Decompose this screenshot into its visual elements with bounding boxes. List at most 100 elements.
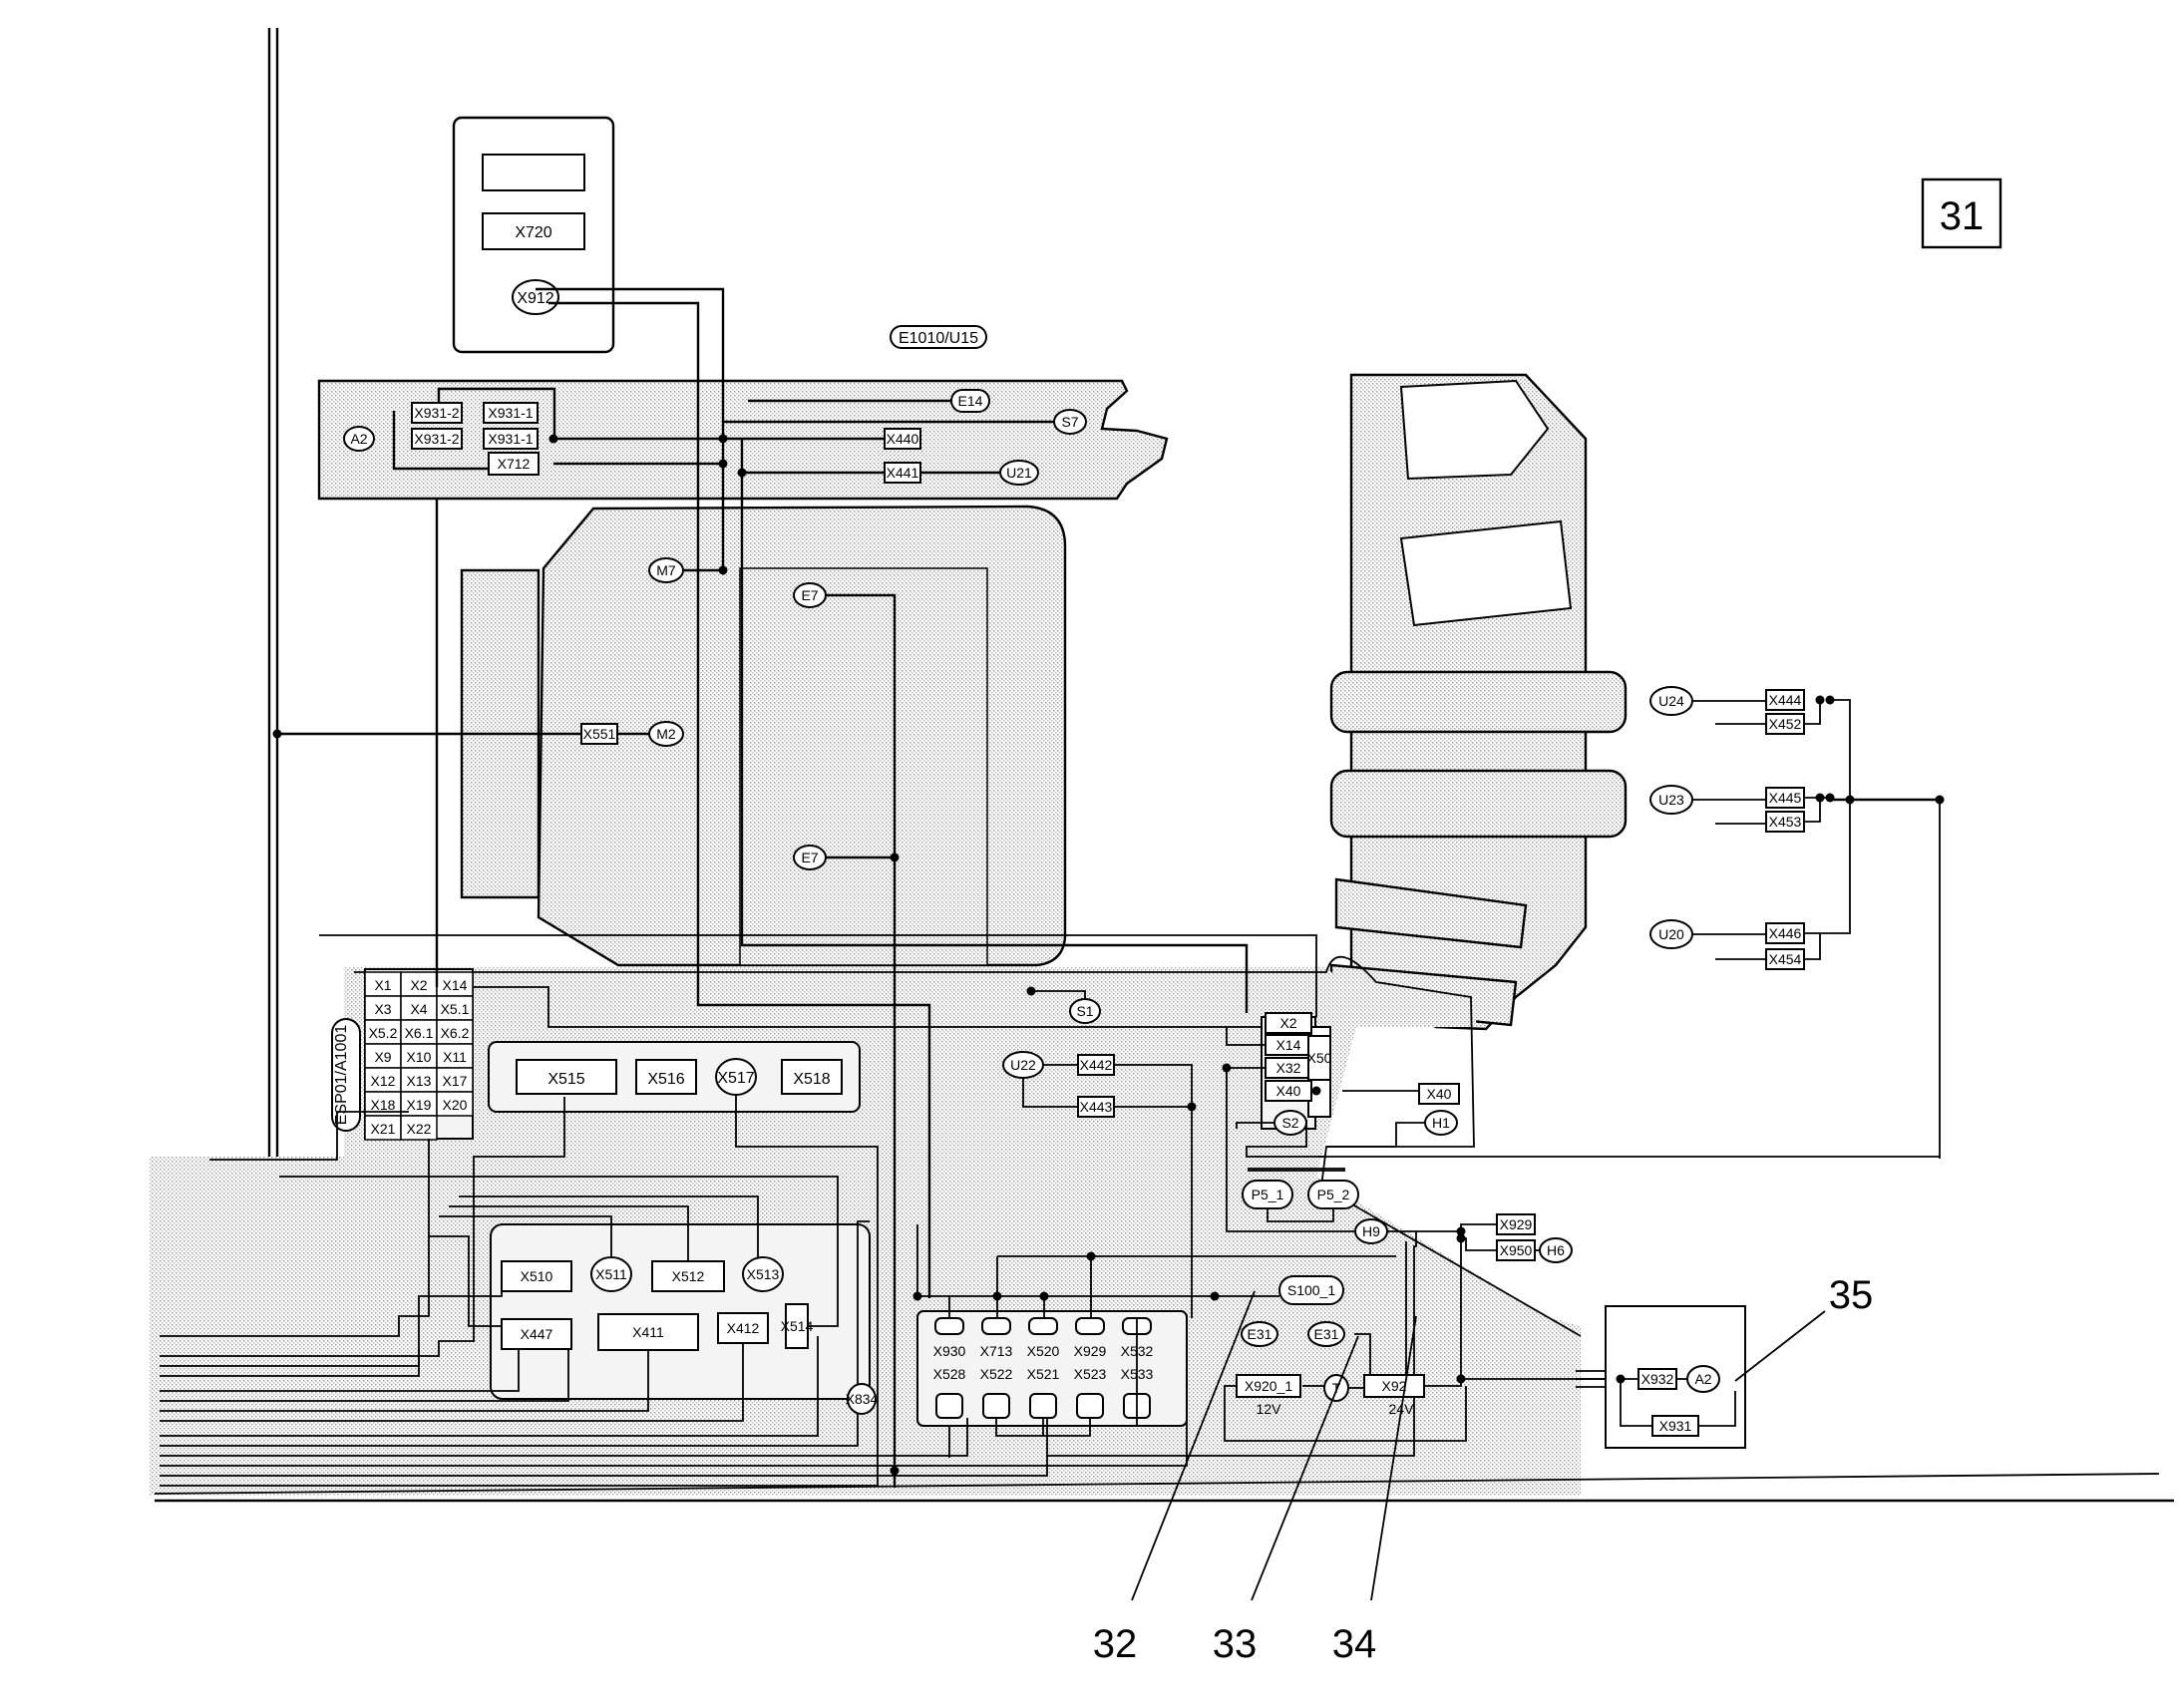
part-X931-2a: X931-2 (411, 402, 463, 424)
bottom-row1-label: X713 (980, 1343, 1013, 1359)
part-E31b-label: E31 (1314, 1326, 1339, 1342)
esp-cell-label: X4 (410, 1001, 427, 1017)
callout-34: 34 (1332, 1622, 1377, 1666)
part-X453-label: X453 (1769, 814, 1802, 830)
display-connector (482, 212, 585, 250)
part-X50: X50 (1307, 1035, 1332, 1081)
part-X931-2a-label: X931-2 (414, 405, 459, 421)
part-X445: X445 (1765, 787, 1805, 809)
part-S1: S1 (1069, 998, 1101, 1024)
part-U23: U23 (1649, 785, 1693, 815)
part-E31a: E31 (1241, 1321, 1278, 1347)
esp-cell-label: X20 (443, 1097, 468, 1113)
right-body (1329, 373, 1628, 1031)
esp-cell-label: X19 (407, 1097, 432, 1113)
part-U21-label: U21 (1006, 465, 1032, 481)
esp-cell-label: X11 (443, 1049, 467, 1065)
part-U24: U24 (1649, 686, 1693, 716)
part-X40a: X40 (1265, 1080, 1312, 1102)
callout-33: 33 (1213, 1622, 1258, 1666)
part-T: T (1323, 1374, 1349, 1402)
part-X440: X440 (884, 428, 921, 450)
esp-cell: X9 (364, 1043, 402, 1069)
callout-labels: 32 33 34 35 (1093, 1273, 1874, 1666)
part-X834-label: X834 (846, 1391, 879, 1407)
part-X551-label: X551 (583, 726, 616, 742)
figure-number: 31 (1940, 194, 1985, 238)
part-H9-label: H9 (1362, 1223, 1380, 1239)
part-X454-label: X454 (1769, 951, 1802, 967)
esp-cell-label: X14 (443, 977, 468, 993)
part-S7-label: S7 (1061, 414, 1078, 430)
bottom-row2-connector: X523 (1074, 1366, 1107, 1419)
part-U22: U22 (1002, 1051, 1044, 1079)
part-X512: X512 (651, 1260, 725, 1292)
part-X920_1-label: X920_1 (1245, 1378, 1292, 1394)
esp-cell: X17 (436, 1067, 474, 1093)
part-P5_2-label: P5_2 (1317, 1187, 1350, 1202)
part-X932: X932 (1637, 1368, 1677, 1390)
part-S100_1-label: S100_1 (1287, 1282, 1335, 1298)
bottom-row1-connector: X520 (1027, 1317, 1060, 1359)
part-X443: X443 (1077, 1096, 1115, 1118)
part-X929-label: X929 (1500, 1216, 1533, 1232)
row-connector-X517: X517 (717, 1070, 754, 1087)
part-X444-label: X444 (1769, 692, 1802, 708)
part-S1-label: S1 (1076, 1003, 1093, 1019)
part-X443-label: X443 (1080, 1099, 1113, 1115)
part-M2: M2 (648, 721, 684, 747)
esp-cell-label: X9 (374, 1049, 391, 1065)
esp-cell: X6.2 (436, 1019, 474, 1045)
part-U24-label: U24 (1658, 693, 1684, 709)
part-U22-label: U22 (1010, 1057, 1036, 1073)
display-terminal-label: X912 (517, 290, 553, 307)
part-X931-1a-label: X931-1 (488, 405, 533, 421)
row-connector-X515: X515 (547, 1071, 584, 1088)
bottom-row1-connector: X929 (1074, 1317, 1107, 1359)
label-12V: 12V (1257, 1401, 1282, 1417)
esp-cell: X11 (436, 1043, 474, 1069)
part-E31b: E31 (1307, 1321, 1345, 1347)
part-E7b-label: E7 (801, 850, 818, 865)
esp-cell: X1 (364, 971, 402, 997)
bottom-row2-label: X523 (1074, 1366, 1107, 1382)
esp-cell: X5.1 (436, 995, 474, 1021)
part-X445-label: X445 (1769, 790, 1802, 806)
part-X92-label: X92 (1382, 1378, 1407, 1394)
bottom-row1-label: X520 (1027, 1343, 1060, 1359)
bottom-row2-label: X528 (933, 1366, 966, 1382)
part-E7a: E7 (793, 582, 827, 608)
part-X510: X510 (501, 1260, 572, 1292)
part-X446: X446 (1765, 922, 1805, 944)
part-X514: X514 (781, 1303, 814, 1349)
esp-cell-label: X6.1 (405, 1025, 434, 1041)
bottom-row2-label: X521 (1027, 1366, 1060, 1382)
part-X411: X411 (597, 1313, 699, 1351)
part-X412: X412 (717, 1312, 769, 1344)
esp-cell-label: X12 (371, 1073, 396, 1089)
esp-cell-label: X5.2 (369, 1025, 398, 1041)
part-S7: S7 (1053, 409, 1087, 435)
part-U20-label: U20 (1658, 926, 1684, 942)
part-U23-label: U23 (1658, 792, 1684, 808)
part-X454: X454 (1765, 948, 1805, 970)
row-connector-X516: X516 (647, 1071, 684, 1088)
left-bus-lines (267, 28, 279, 1296)
part-X551: X551 (580, 723, 618, 745)
part-X931-1a: X931-1 (483, 402, 539, 424)
esp-cell: X6.1 (400, 1019, 438, 1045)
part-U20: U20 (1649, 919, 1693, 949)
part-X452-label: X452 (1769, 716, 1802, 732)
figure-number-box: 31 (1921, 177, 2002, 249)
part-X32-label: X32 (1276, 1060, 1301, 1076)
part-X50-label: X50 (1307, 1050, 1332, 1066)
part-X32: X32 (1265, 1057, 1312, 1079)
esp-cell-label: X22 (407, 1121, 432, 1137)
esp-cell-label: X13 (407, 1073, 432, 1089)
part-X446-label: X446 (1769, 925, 1802, 941)
esp-cell: X12 (364, 1067, 402, 1093)
part-X447-label: X447 (521, 1326, 553, 1342)
